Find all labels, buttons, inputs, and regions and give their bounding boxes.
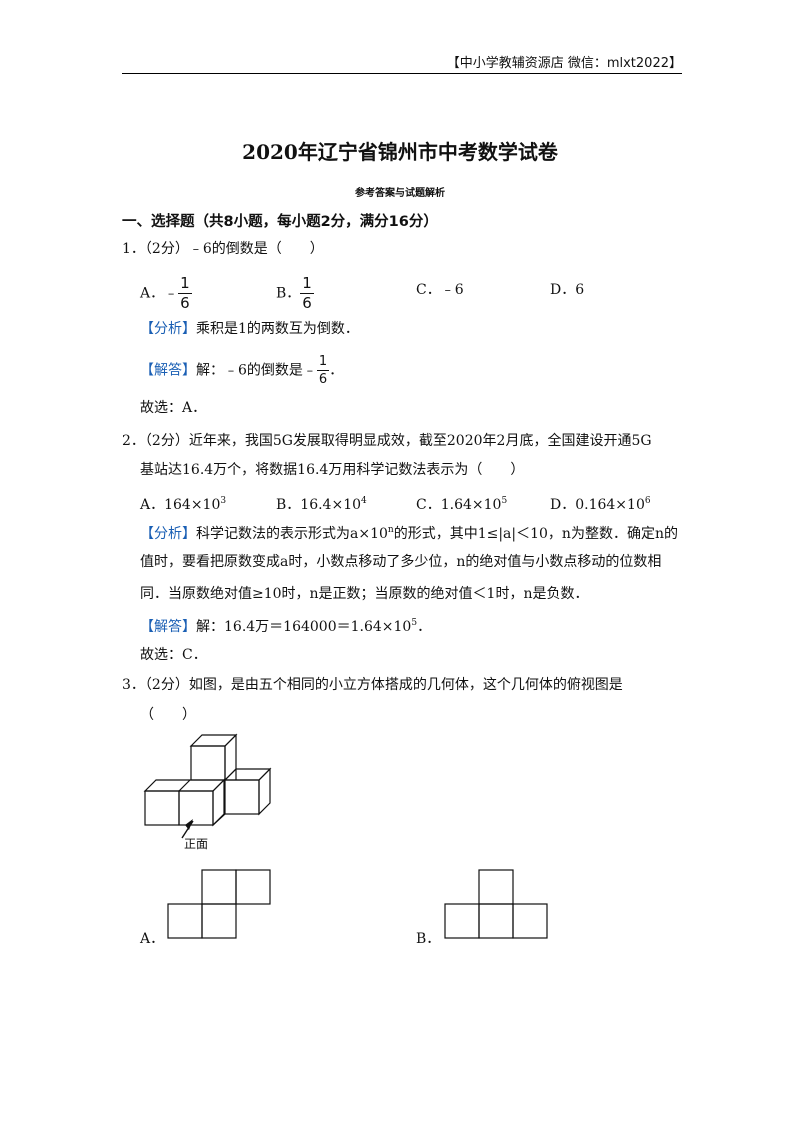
top-cube-top [189, 734, 238, 747]
q2-stem-line2: 基站达16.4万个，将数据16.4万用科学记数法表示为（ ） [140, 462, 525, 478]
front-cube-middle [178, 790, 214, 826]
q3-option-a-figure [167, 869, 271, 939]
fraction-numerator: 1 [302, 274, 312, 292]
exponent: 4 [361, 496, 367, 506]
q1-option-b-label: B． [276, 285, 301, 302]
q1-choice: 故选：A． [140, 400, 207, 416]
q3-option-b-label: B． [416, 931, 441, 947]
q2-stem-line1: 2．（2分）近年来，我国5G发展取得明显成效，截至2020年2月底，全国建设开通… [122, 433, 652, 449]
header-text: 【中小学教辅资源店 微信：mlxt2022】 [446, 56, 682, 71]
header-divider [122, 73, 682, 74]
q2-option-a: A．164×103 [140, 492, 226, 514]
fraction-bar [316, 370, 330, 371]
q3-stem-line1: 3．（2分）如图，是由五个相同的小立方体搭成的几何体，这个几何体的俯视图是 [122, 677, 623, 693]
exponent: 3 [220, 496, 227, 506]
exponent: 5 [501, 496, 508, 506]
q2-option-c-text: C．1.64×10 [416, 497, 502, 513]
q2-analysis-line3: 同．当原数绝对值≥10时，n是正数；当原数的绝对值＜1时，n是负数． [140, 586, 589, 602]
fraction-denominator: 6 [302, 294, 312, 312]
back-cube-side [258, 767, 271, 816]
q3-option-a-label: A． [140, 931, 165, 947]
top-cube-side [224, 733, 237, 782]
right-cube-front [224, 779, 260, 815]
front-row-side [212, 778, 225, 827]
q1-stem: 1．（2分）﹣6的倒数是（ ） [122, 241, 324, 257]
answer-text: 解：16.4万＝164000＝1.64×10 [196, 619, 412, 635]
q3-option-b-figure [444, 869, 548, 939]
q1-option-a-label: A．﹣ [140, 285, 179, 302]
fraction-numerator: 1 [318, 354, 328, 369]
front-cube-left [144, 790, 180, 826]
q2-analysis-line1: 【分析】科学记数法的表示形式为a×10n的形式，其中1≤|a|＜10，n为整数．… [140, 521, 678, 543]
fraction-denominator: 6 [180, 294, 190, 312]
q2-option-b-text: B．16.4×10 [276, 497, 362, 513]
top-cube-front [190, 745, 226, 781]
q2-option-d: D．0.164×106 [550, 492, 651, 514]
section-heading: 一、选择题（共8小题，每小题2分，满分16分） [122, 214, 438, 230]
q2-option-b: B．16.4×104 [276, 492, 367, 514]
answer-text: 解：﹣6的倒数是﹣ [196, 362, 317, 379]
q2-option-c: C．1.64×105 [416, 492, 507, 514]
analysis-text-cont: 的形式，其中1≤|a|＜10，n为整数．确定n的 [393, 526, 678, 542]
front-label: 正面 [184, 837, 208, 851]
q2-choice: 故选：C． [140, 647, 207, 663]
analysis-text: 乘积是1的两数互为倒数． [196, 321, 359, 337]
q2-analysis-line2: 值时，要看把原数变成a时，小数点移动了多少位，n的绝对值与小数点移动的位数相 [140, 554, 662, 570]
fraction-bar [178, 293, 192, 294]
q1-analysis: 【分析】乘积是1的两数互为倒数． [140, 320, 359, 338]
answer-tag: 【解答】 [140, 362, 196, 379]
q2-option-d-text: D．0.164×10 [550, 497, 645, 513]
q1-option-c: C．﹣6 [416, 282, 464, 298]
cube-figure: 正面 [143, 733, 272, 851]
answer-tag: 【解答】 [140, 619, 196, 635]
exponent: 5 [411, 618, 418, 628]
answer-end: ． [329, 362, 344, 379]
q3-stem-line2: （ ） [140, 707, 196, 723]
exponent: 6 [644, 496, 651, 506]
fraction-bar [300, 293, 314, 294]
answer-end: ． [417, 619, 432, 635]
analysis-text: 科学记数法的表示形式为a×10 [196, 526, 388, 542]
q1-option-d: D．6 [550, 282, 585, 298]
fraction-numerator: 1 [180, 274, 190, 292]
page-title: 2020年辽宁省锦州市中考数学试卷 [242, 140, 558, 164]
fraction-denominator: 6 [318, 372, 328, 387]
arrow-head [185, 819, 193, 830]
back-cube-top [223, 768, 272, 781]
analysis-tag: 【分析】 [140, 526, 196, 542]
analysis-tag: 【分析】 [140, 321, 196, 337]
page-subtitle: 参考答案与试题解析 [355, 188, 445, 199]
q2-option-a-text: A．164×10 [140, 497, 221, 513]
q2-answer: 【解答】解：16.4万＝164000＝1.64×105． [140, 614, 431, 636]
exponent: n [387, 525, 394, 535]
